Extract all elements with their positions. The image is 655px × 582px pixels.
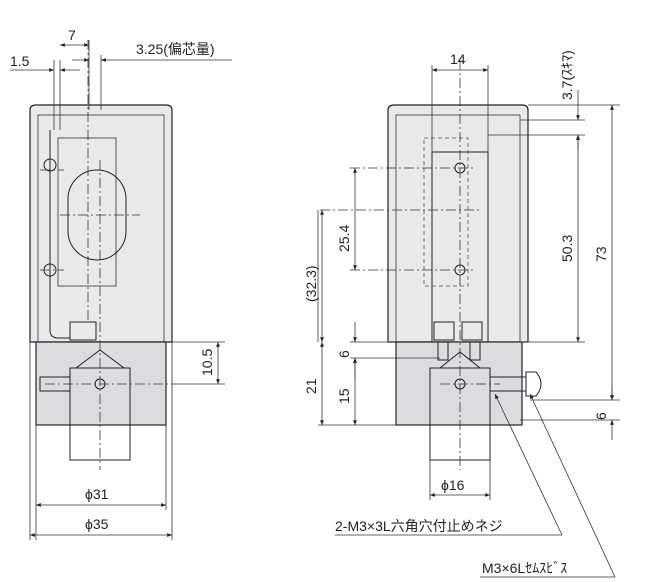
right-view: 14 3.7(ｽｷﾏ) 50.3 73 6 25.4 (32.3)	[303, 50, 620, 578]
right-sems-screw-head	[525, 371, 542, 397]
right-screw-head-1	[433, 321, 455, 341]
dim-6-top-label: 6	[336, 350, 352, 358]
left-view: 7 1.5 3.25(偏芯量) 10.5 ϕ31 ϕ35	[10, 27, 232, 540]
right-bracket-body	[387, 104, 529, 343]
right-set-screw-1	[437, 341, 449, 361]
dim-3-25-label: 3.25(偏芯量)	[136, 41, 215, 57]
right-set-screw-2	[469, 341, 481, 361]
dim-73-label: 73	[593, 246, 609, 262]
dim-phi35-label: ϕ35	[85, 516, 109, 532]
sems-screw-note: M3×6Lｾﾑｽﾋﾞｽ	[482, 560, 567, 576]
left-clamp-block	[35, 341, 167, 426]
left-bracket-body	[29, 104, 173, 343]
left-screw-head	[69, 321, 97, 341]
left-sensor-window	[57, 137, 117, 287]
dim-3-7-label: 3.7(ｽｷﾏ)	[559, 50, 575, 100]
set-screw-note: 2-M3×3L六角穴付止めネジ	[335, 518, 503, 534]
dim-phi31-label: ϕ31	[85, 486, 109, 502]
dim-10-5-label: 10.5	[199, 349, 215, 376]
dim-21-label: 21	[303, 378, 319, 394]
right-sensor-outline	[423, 137, 469, 287]
left-screw-upper	[43, 158, 57, 172]
left-bent-plate	[49, 130, 70, 339]
dim-32-3-label: (32.3)	[303, 265, 319, 302]
dim-25-4-label: 25.4	[336, 225, 352, 252]
dim-phi16-label: ϕ16	[441, 477, 465, 493]
dim-1-5-label: 1.5	[10, 53, 30, 69]
right-clamp-block	[395, 341, 523, 426]
right-screw-head-2	[461, 321, 483, 341]
dim-7-label: 7	[68, 27, 76, 43]
dim-15-label: 15	[336, 388, 352, 404]
dim-14-label: 14	[450, 51, 466, 67]
dim-6-bottom-label: 6	[593, 412, 609, 420]
dim-50-3-label: 50.3	[559, 235, 575, 262]
